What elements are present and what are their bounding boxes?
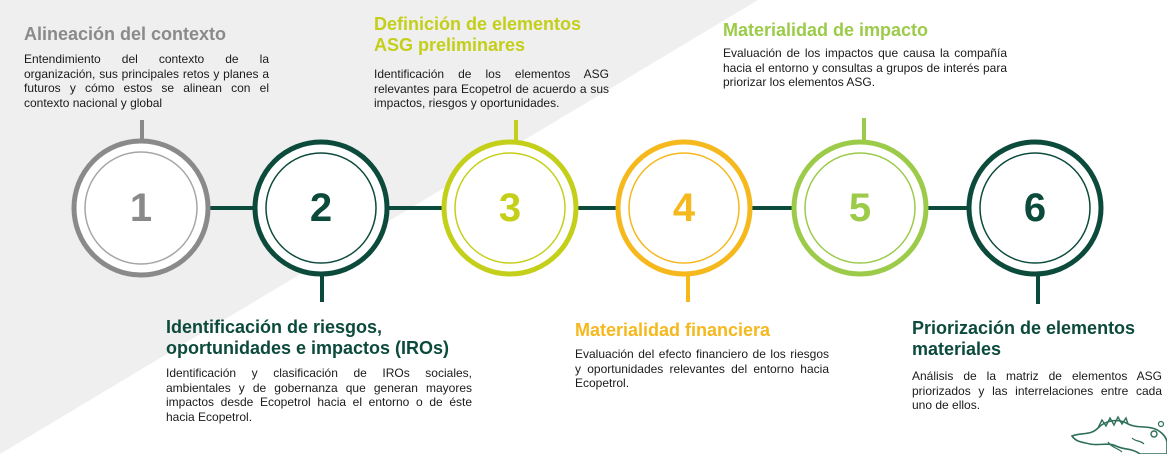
step-1-number: 1 — [129, 186, 153, 230]
step-2-circle — [252, 139, 390, 277]
step-6-description: Análisis de la matriz de elementos ASG p… — [912, 369, 1162, 412]
step-6-circle — [966, 139, 1104, 277]
step-1-circle — [71, 138, 211, 278]
step-3-number: 3 — [498, 186, 522, 230]
iguana-icon — [1070, 415, 1167, 454]
step-1-title: Alineación del contexto — [24, 24, 227, 44]
step-5-number: 5 — [848, 186, 872, 230]
step-5-circle — [791, 139, 929, 277]
step-4-description: Evaluación del efecto financiero de los … — [575, 347, 829, 390]
step-2-number: 2 — [309, 186, 333, 230]
step-6-title: Priorización de elementos materiales — [912, 318, 1136, 359]
step-3-title: Definición de elementos ASG preliminares — [374, 14, 582, 55]
step-2-title: Identificación de riesgos, oportunidades… — [166, 317, 450, 358]
step-3-circle — [441, 139, 579, 277]
step-5-title: Materialidad de impacto — [723, 20, 929, 40]
step-6-number: 6 — [1023, 186, 1047, 230]
step-1-description: Entendimiento del contexto de la organiz… — [24, 52, 269, 110]
step-2-description: Identificación y clasificación de IROs s… — [166, 366, 472, 424]
step-5-description: Evaluación de los impactos que causa la … — [723, 46, 1007, 89]
step-4-circle — [615, 139, 753, 277]
step-3-description: Identificación de los elementos ASG rele… — [374, 67, 609, 110]
step-4-number: 4 — [672, 186, 696, 230]
step-4-title: Materialidad financiera — [575, 320, 771, 340]
